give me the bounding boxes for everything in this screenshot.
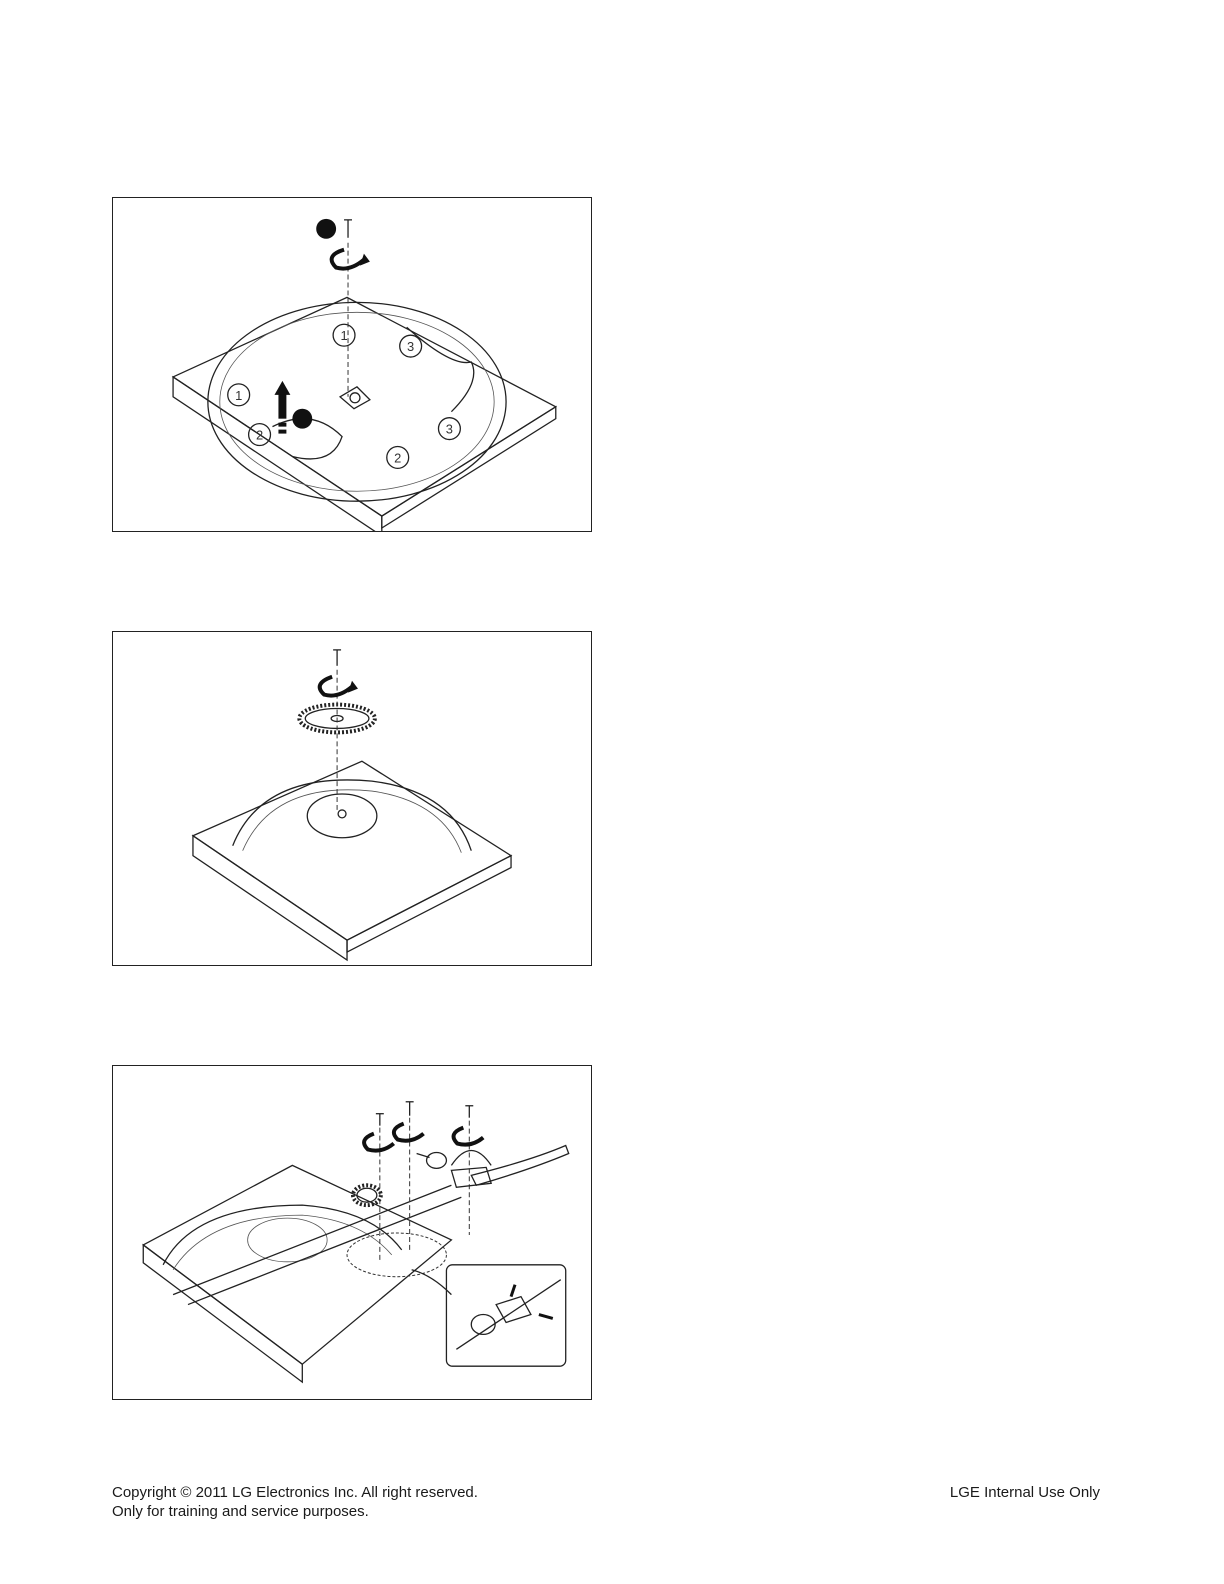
footer-right: LGE Internal Use Only xyxy=(950,1483,1100,1502)
gear-icon xyxy=(353,1185,381,1205)
slot-labels: 1 3 1 2 2 3 xyxy=(228,324,461,468)
figure-2-gear-removal xyxy=(112,631,592,966)
figure-1-carrier-removal: 1 3 1 2 2 3 xyxy=(112,197,592,532)
rotate-arrow-icon xyxy=(364,1124,483,1151)
svg-text:2: 2 xyxy=(256,428,263,443)
footer-left: Copyright © 2011 LG Electronics Inc. All… xyxy=(112,1483,478,1521)
svg-text:3: 3 xyxy=(407,339,414,354)
tray-base xyxy=(143,1165,451,1364)
step-marker-2 xyxy=(292,409,312,429)
cable xyxy=(451,1150,491,1165)
svg-text:2: 2 xyxy=(394,450,401,465)
tray-base xyxy=(173,297,556,516)
flex-cable xyxy=(471,1146,568,1186)
carrier-removal-illustration: 1 3 1 2 2 3 xyxy=(113,198,591,531)
motor-removal-illustration xyxy=(113,1066,591,1399)
step-marker-1 xyxy=(316,219,336,239)
figure-3-motor-removal xyxy=(112,1065,592,1400)
detail-highlight xyxy=(347,1233,446,1277)
rotate-arrow-icon xyxy=(320,677,352,696)
gear-removal-illustration xyxy=(113,632,591,965)
svg-text:1: 1 xyxy=(340,328,347,343)
screw-icon xyxy=(333,650,341,666)
tray-base xyxy=(193,761,511,940)
svg-text:1: 1 xyxy=(235,388,242,403)
purpose-text: Only for training and service purposes. xyxy=(112,1502,478,1521)
screw-icon xyxy=(376,1102,473,1126)
screw-icon xyxy=(344,220,352,238)
svg-text:3: 3 xyxy=(446,422,453,437)
internal-use-text: LGE Internal Use Only xyxy=(950,1483,1100,1502)
lift-arrow-icon xyxy=(274,381,290,434)
motor-icon xyxy=(417,1152,447,1168)
copyright-text: Copyright © 2011 LG Electronics Inc. All… xyxy=(112,1483,478,1502)
